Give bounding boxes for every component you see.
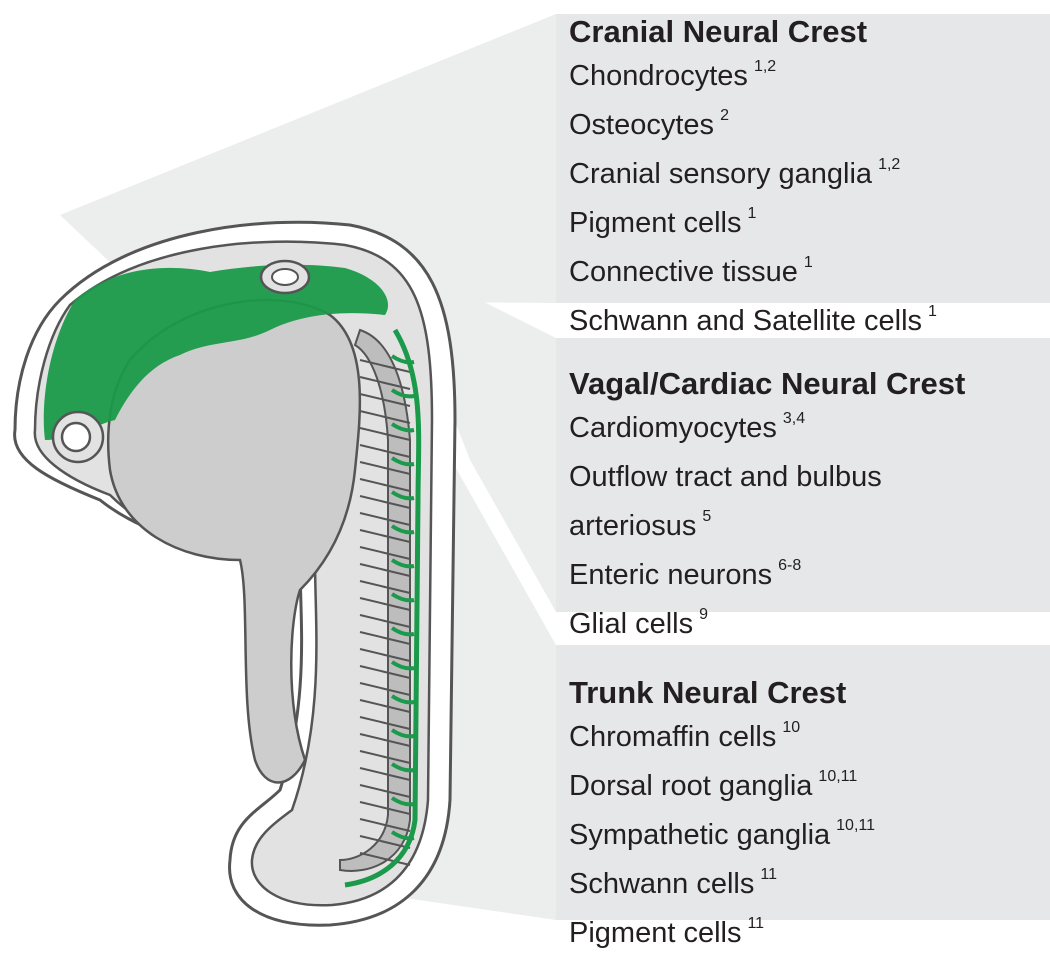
somite-segment [359, 767, 411, 781]
trunk-crest-stream [390, 422, 415, 433]
somite-segment [359, 546, 411, 560]
somite-segment [359, 682, 411, 696]
yolk [106, 298, 362, 784]
section-heading: Vagal/Cardiac Neural Crest [569, 366, 966, 401]
somite-column [339, 328, 411, 872]
trunk-crest-stream [390, 796, 415, 807]
somites [359, 359, 411, 866]
somite-segment [359, 376, 411, 390]
trunk-crest-stream [390, 592, 415, 603]
somite-segment [359, 410, 411, 424]
embryo-illustration [13, 220, 457, 927]
reference-number: 5 [702, 508, 712, 525]
reference-number: 9 [699, 606, 708, 623]
section-heading: Cranial Neural Crest [569, 14, 868, 49]
reference-number: 1 [928, 303, 937, 320]
somite-segment [359, 393, 411, 407]
reference-number: 3,4 [782, 410, 806, 427]
reference-number: 11 [747, 915, 765, 932]
trunk-crest-stream [390, 558, 415, 569]
somite-segment [359, 580, 411, 594]
somite-segment [359, 461, 411, 475]
cell-type-item: Outflow tract and bulbus [569, 461, 882, 493]
vagal-panel [556, 338, 1050, 612]
reference-number: 1 [803, 254, 813, 271]
section-heading: Trunk Neural Crest [569, 675, 847, 710]
section-vagal-cardiac: Vagal/Cardiac Neural Crest Cardiomyocyte… [569, 362, 965, 651]
reference-number: 10,11 [836, 817, 876, 834]
eye-lens [60, 421, 92, 453]
somite-segment [359, 631, 411, 645]
reference-number: 1,2 [753, 58, 777, 75]
otic-vesicle-inner [271, 268, 299, 286]
trunk-panel [556, 645, 1050, 920]
trunk-crest-stream [390, 456, 415, 467]
trunk-crest-stream [390, 762, 415, 773]
somite-segment [359, 597, 411, 611]
somite-segment [359, 784, 411, 798]
trunk-crest-stream [390, 626, 415, 637]
somite-segment [359, 648, 411, 662]
somite-segment [359, 512, 411, 526]
reference-number: 2 [720, 107, 729, 124]
trunk-crest-stream [390, 388, 415, 399]
reference-number: 1 [747, 205, 757, 222]
trunk-crest-stream [390, 524, 415, 535]
trunk-crest-stream [390, 694, 415, 705]
reference-number: 10,11 [818, 768, 858, 785]
somite-segment [359, 614, 411, 628]
cranial-crest-region [43, 264, 389, 440]
somite-segment [359, 665, 411, 679]
cranial-panel [556, 14, 1050, 303]
trunk-crest-stream [390, 728, 415, 739]
somite-segment [359, 801, 411, 815]
cranial-wedge [60, 14, 556, 303]
trunk-crest-stream [390, 490, 415, 501]
dorsal-crest-line [344, 328, 422, 888]
somite-segment [359, 359, 411, 373]
somite-segment [359, 818, 411, 832]
somite-segment [359, 835, 411, 849]
trunk-crest-streams [344, 328, 422, 888]
somite-segment [359, 852, 411, 866]
somite-segment [359, 427, 411, 441]
trunk-crest-stream [390, 660, 415, 671]
somite-segment [359, 495, 411, 509]
reference-number: 6-8 [778, 557, 802, 574]
somite-segment [359, 716, 411, 730]
somite-segment [359, 750, 411, 764]
somite-segment [359, 733, 411, 747]
trunk-crest-stream [390, 354, 415, 365]
somite-segment [359, 444, 411, 458]
reference-number: 11 [760, 866, 777, 883]
somite-segment [359, 478, 411, 492]
somite-segment [359, 699, 411, 713]
reference-number: 1,2 [878, 156, 901, 173]
somite-segment [359, 563, 411, 577]
somite-segment [359, 529, 411, 543]
reference-number: 10 [782, 719, 801, 736]
